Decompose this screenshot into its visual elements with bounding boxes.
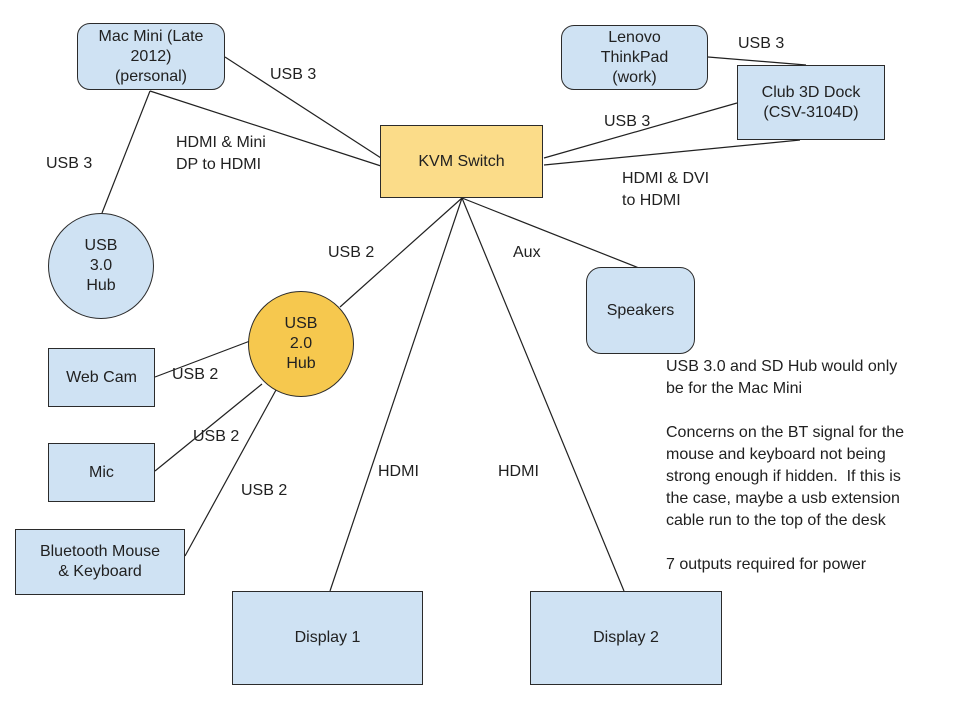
node-usb2-hub: USB 2.0 Hub [248,291,354,397]
edge-kvm-usb2-hub [339,197,463,308]
node-kvm-switch-label: KVM Switch [418,152,505,170]
node-kvm-switch: KVM Switch [380,125,543,198]
note-bt-signal: Concerns on the BT signal for the mouse … [666,424,905,529]
node-mic-label: Mic [89,463,114,481]
edge-mac-mini-usb3-hub [101,90,151,214]
edge-label-kvm-usb2hub: USB 2 [328,244,375,261]
edge-label-kvm-display2: HDMI [498,463,539,480]
node-display-1: Display 1 [232,591,423,685]
edge-mac-mini-kvm-video [149,90,382,167]
edge-label-mac-kvm-video: HDMI & Mini DP to HDMI [176,134,266,173]
node-mac-mini: Mac Mini (Late 2012) (personal) [77,23,225,90]
node-bluetooth-mouse-keyboard-label: Bluetooth Mouse & Keyboard [39,543,161,580]
edge-mac-mini-kvm-usb3 [224,56,382,159]
node-club-3d-dock-label: Club 3D Dock (CSV-3104D) [761,83,861,121]
node-club-3d-dock: Club 3D Dock (CSV-3104D) [737,65,885,140]
edge-kvm-speakers [461,197,640,269]
node-mic: Mic [48,443,155,502]
edge-kvm-dock-usb3 [543,102,738,159]
node-usb3-hub: USB 3.0 Hub [48,213,154,319]
edge-kvm-display2 [461,197,625,592]
node-bluetooth-mouse-keyboard: Bluetooth Mouse & Keyboard [15,529,185,595]
node-usb3-hub-label: USB 3.0 Hub [84,237,118,294]
edge-lenovo-dock [707,56,807,66]
note-usb3-sd-hub: USB 3.0 and SD Hub would only be for the… [666,358,898,397]
node-lenovo-thinkpad-label: Lenovo ThinkPad (work) [600,28,669,86]
edge-kvm-dock-video [543,139,801,166]
notes-block: USB 3.0 and SD Hub would only be for the… [666,356,960,576]
edge-webcam-usb2-hub [154,340,251,378]
edge-bt-usb2-hub [184,389,277,557]
node-display-2-label: Display 2 [593,629,659,646]
edge-label-mic-hub: USB 2 [193,428,240,445]
edge-label-kvm-speakers: Aux [513,244,541,261]
node-speakers: Speakers [586,267,695,354]
edge-label-lenovo-dock: USB 3 [738,35,785,52]
edge-kvm-display1 [329,197,463,592]
edge-label-kvm-dock-video: HDMI & DVI to HDMI [622,170,710,209]
edge-label-kvm-dock-usb3: USB 3 [604,113,651,130]
node-display-2: Display 2 [530,591,722,685]
node-web-cam-label: Web Cam [66,368,137,386]
node-usb2-hub-label: USB 2.0 Hub [284,315,318,372]
edge-label-bt-hub: USB 2 [241,482,288,499]
node-mac-mini-label: Mac Mini (Late 2012) (personal) [98,27,204,85]
node-speakers-label: Speakers [606,301,675,319]
edge-label-mac-kvm-usb3: USB 3 [270,66,317,83]
node-web-cam: Web Cam [48,348,155,407]
node-lenovo-thinkpad: Lenovo ThinkPad (work) [561,25,708,90]
note-power-outputs: 7 outputs required for power [666,556,867,573]
edge-mic-usb2-hub [154,383,263,472]
edge-label-mac-hub-usb3: USB 3 [46,155,93,172]
node-display-1-label: Display 1 [294,629,361,646]
edge-label-webcam-hub: USB 2 [172,366,219,383]
edge-label-kvm-display1: HDMI [378,463,419,480]
